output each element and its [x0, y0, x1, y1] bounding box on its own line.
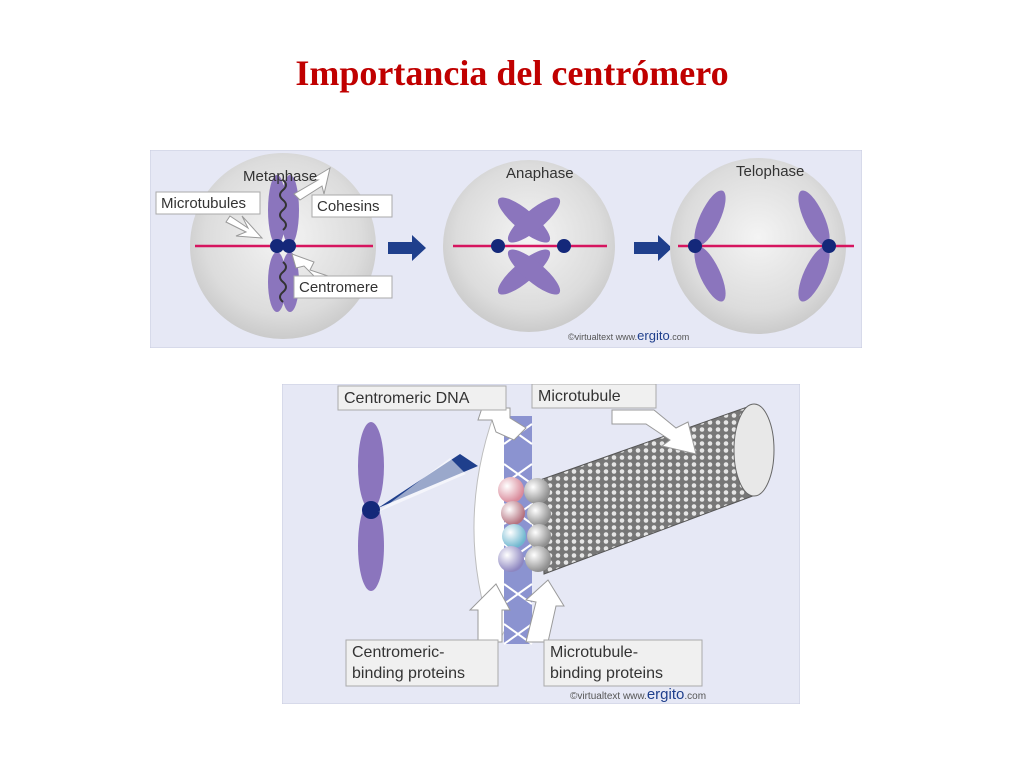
stage-label-telophase: Telophase: [736, 163, 804, 180]
credit-line: ©virtualtext www.ergito.com: [570, 686, 706, 703]
zoom-wedge: [378, 458, 466, 512]
cohesins-callout-arrow: [293, 166, 331, 201]
centromeric-binding-protein: [501, 501, 525, 525]
microtubule-binding-protein: [524, 478, 550, 504]
cbp-callout-arrow: [468, 583, 511, 643]
centromere-dot: [822, 239, 836, 253]
chromatid: [268, 252, 286, 312]
chromatid: [358, 501, 384, 591]
centromeric-dna-callout-arrow: [477, 407, 527, 441]
label-microtubule-binding-proteins-1: Microtubule-: [550, 644, 638, 661]
stage-transition-arrow: [388, 235, 426, 261]
label-microtubule-binding-proteins-2: binding proteins: [550, 665, 663, 682]
label-centromeric-dna: Centromeric DNA: [344, 390, 470, 407]
centromere-dot: [282, 239, 296, 253]
chromatid: [694, 246, 726, 302]
chromatid: [798, 246, 830, 302]
credit-line: ©virtualtext www.ergito.com: [568, 328, 689, 343]
centromere-dot: [270, 239, 284, 253]
mbp-callout-arrow: [524, 579, 565, 643]
microtubules-callout-arrow: [225, 215, 264, 239]
centromere-dot: [688, 239, 702, 253]
chromatid: [694, 190, 726, 246]
label-cohesins: Cohesins: [317, 198, 380, 215]
microtubule-binding-protein: [527, 524, 551, 548]
centromeric-binding-protein: [498, 546, 524, 572]
chromatid: [507, 249, 561, 295]
cohesin-coil: [279, 179, 287, 231]
stage-transition-arrow: [634, 235, 672, 261]
cohesin-coil: [279, 261, 287, 303]
label-centromere: Centromere: [299, 279, 378, 296]
kinetochore-figure: Centromeric DNA Microtubule Centromeric-…: [281, 383, 801, 705]
anaphase-cell: [443, 160, 615, 332]
centromere-dot: [362, 501, 380, 519]
mitosis-stages-figure: Metaphase Microtubules Cohesins Centrome…: [149, 149, 863, 349]
label-centromeric-binding-proteins-2: binding proteins: [352, 665, 465, 682]
centromere-dot: [557, 239, 571, 253]
telophase-cell: [670, 158, 854, 334]
slide-title: Importancia del centrómero: [295, 53, 729, 93]
label-microtubule: Microtubule: [538, 388, 621, 405]
microtubule-binding-protein: [527, 502, 551, 526]
label-microtubules: Microtubules: [161, 195, 246, 212]
chromatid: [507, 197, 561, 243]
microtubule-end: [733, 403, 775, 497]
chromatid: [358, 422, 384, 510]
centromeric-binding-protein: [498, 477, 524, 503]
microtubule-callout-arrow: [611, 409, 697, 455]
centromere-dot: [491, 239, 505, 253]
label-centromeric-binding-proteins-1: Centromeric-: [352, 644, 444, 661]
chromatid: [798, 190, 830, 246]
centromeric-binding-protein: [502, 524, 526, 548]
stage-label-metaphase: Metaphase: [243, 168, 317, 185]
microtubule-binding-protein: [525, 546, 551, 572]
stage-label-anaphase: Anaphase: [506, 165, 574, 182]
